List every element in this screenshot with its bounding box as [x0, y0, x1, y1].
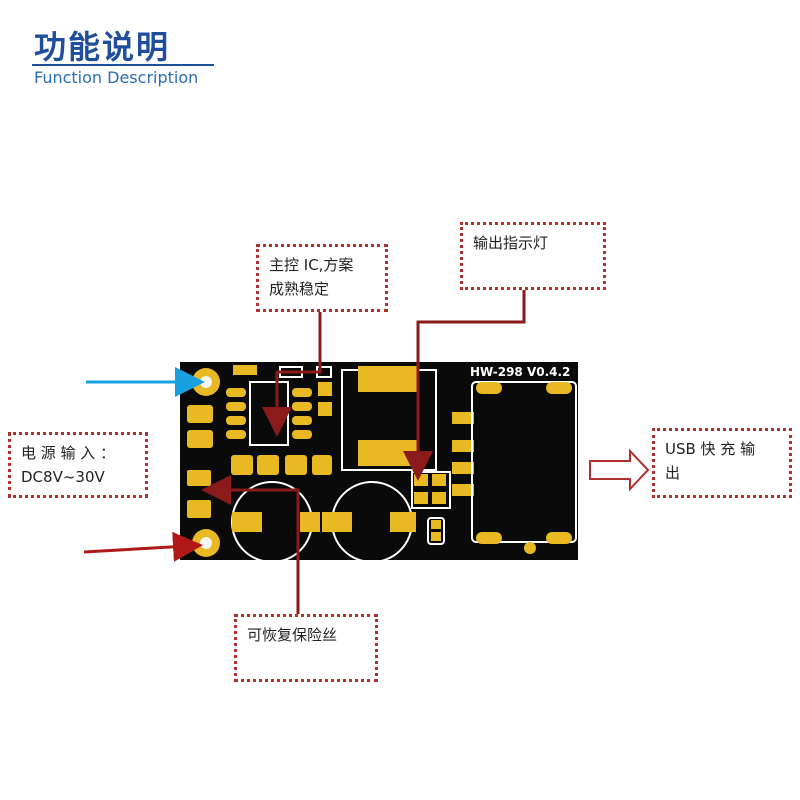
- page-title: 功能说明: [34, 28, 171, 66]
- callout-usb-output-line2: 出: [665, 464, 681, 482]
- main-ic: [226, 365, 332, 446]
- callout-power-input: 电 源 输 入 ： DC8V~30V: [8, 432, 148, 498]
- negative-input-arrow: [83, 531, 203, 562]
- callout-main-ic: 主控 IC,方案 成熟稳定: [256, 244, 388, 312]
- callout-usb-output-line1: USB 快 充 输: [665, 440, 756, 458]
- callout-main-ic-line1: 主控 IC,方案: [269, 256, 354, 274]
- inductor-right: [322, 481, 416, 563]
- usb-connector: [452, 381, 577, 554]
- callout-usb-output: USB 快 充 输 出: [652, 428, 792, 498]
- page-subtitle: Function Description: [34, 68, 199, 87]
- callout-fuse: 可恢复保险丝: [234, 614, 378, 682]
- callout-main-ic-line2: 成熟稳定: [269, 280, 330, 298]
- callout-indicator-text: 输出指示灯: [473, 234, 549, 252]
- board-model-label: HW-298 V0.4.2: [470, 365, 570, 379]
- callout-power-input-line1: 电 源 输 入 ：: [21, 444, 116, 462]
- capacitor: [341, 366, 437, 471]
- ic-support-pads: [231, 455, 332, 475]
- inductor-left: [231, 481, 320, 563]
- callout-fuse-text: 可恢复保险丝: [247, 626, 338, 644]
- input-terminal-negative: [192, 529, 220, 557]
- indicator-arrow: [403, 290, 526, 481]
- callout-power-input-line2: DC8V~30V: [21, 468, 105, 486]
- callout-indicator: 输出指示灯: [460, 222, 606, 290]
- main-ic-arrow: [262, 312, 322, 437]
- title-divider: [32, 64, 214, 66]
- input-terminal-positive: [192, 368, 220, 396]
- fuse-arrow: [201, 475, 300, 614]
- usb-output-arrow: [589, 448, 650, 492]
- left-pads: [187, 405, 213, 518]
